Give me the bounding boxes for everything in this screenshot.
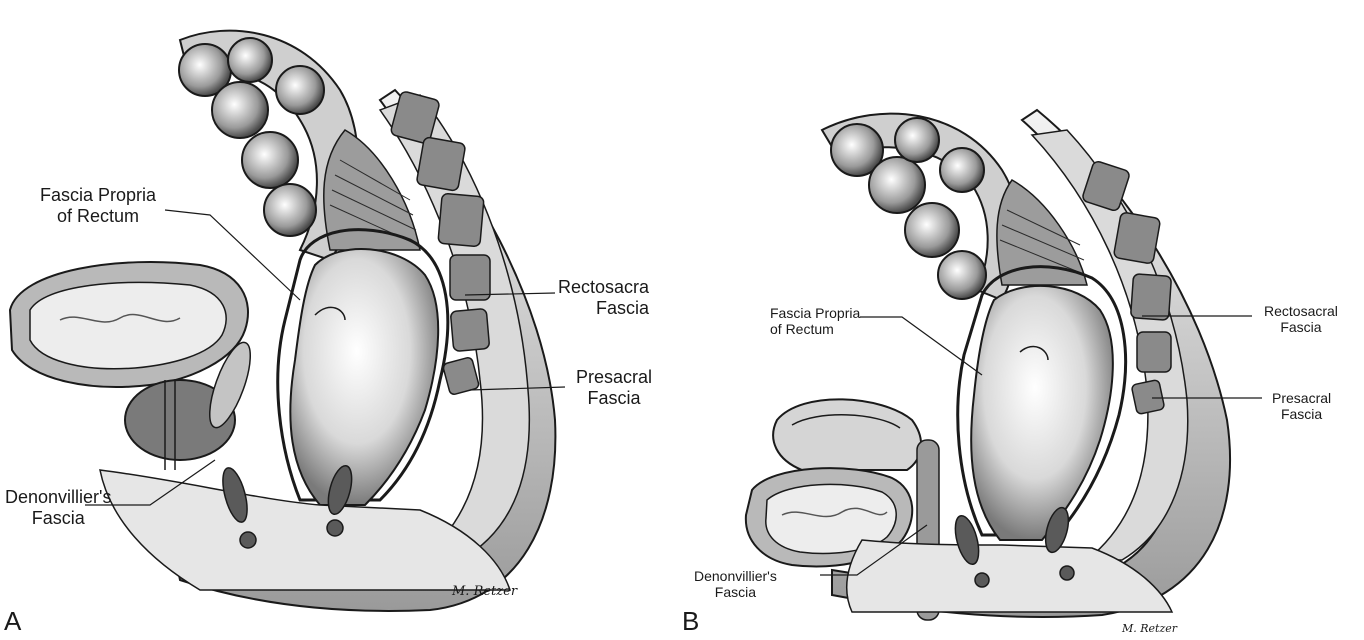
label-denonvillier-a: Denonvillier's Fascia: [5, 487, 111, 528]
label-fascia-propria-b: Fascia Propria of Rectum: [770, 305, 860, 337]
perineum: [100, 470, 510, 590]
label-rectosacral-a: Rectosacra Fascia: [558, 277, 649, 318]
label-fascia-propria-a: Fascia Propria of Rectum: [40, 185, 156, 226]
sigmoid-colon: [822, 114, 1019, 300]
bladder: [10, 262, 248, 387]
label-rectosacral-b: Rectosacral Fascia: [1264, 303, 1338, 335]
rectum: [971, 286, 1113, 540]
panel-b: Fascia Propria of Rectum Rectosacral Fas…: [682, 0, 1364, 640]
label-presacral-b: Presacral Fascia: [1272, 390, 1331, 422]
label-presacral-a: Presacral Fascia: [576, 367, 652, 408]
label-denonvillier-b: Denonvillier's Fascia: [694, 568, 777, 600]
panel-a-illustration: [0, 0, 682, 640]
panel-letter-b: B: [682, 606, 699, 637]
rectum: [290, 249, 438, 505]
panel-letter-a: A: [4, 606, 21, 637]
panel-a: Fascia Propria of Rectum Rectosacra Fasc…: [0, 0, 682, 640]
artist-signature-b: M. Retzer: [1122, 622, 1177, 635]
artist-signature-a: M. Retzer: [452, 584, 517, 599]
mesorectum: [997, 180, 1087, 285]
